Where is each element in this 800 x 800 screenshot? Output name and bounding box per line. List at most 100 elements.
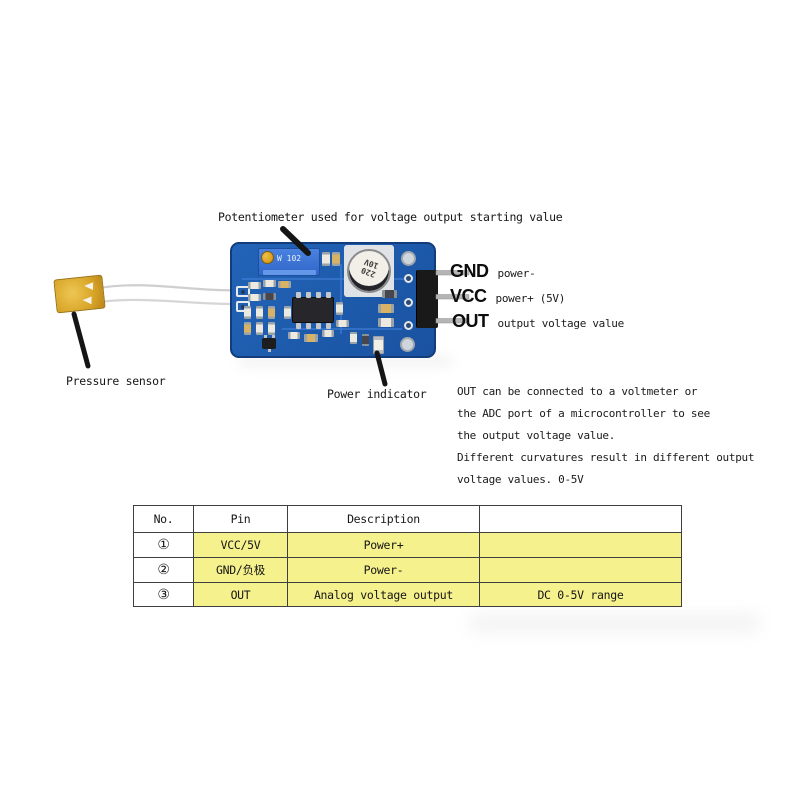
description-paragraph: OUT can be connected to a voltmeter or t… — [457, 381, 754, 491]
smd-component — [350, 332, 357, 344]
table-cell-no: ① — [133, 532, 194, 558]
chip-pin — [326, 323, 331, 329]
transistor-leg — [272, 335, 275, 338]
pcb-trace — [282, 328, 402, 330]
smd-component — [332, 252, 340, 266]
table-cell-no: ③ — [133, 582, 194, 607]
chip-pin — [326, 292, 331, 298]
sensor-solder-pad-icon — [84, 282, 93, 290]
table-header-description: Description — [287, 505, 480, 533]
pin-header-body — [416, 270, 438, 328]
sensor-wire-pad — [236, 286, 250, 297]
smd-component — [244, 306, 251, 319]
table-header-extra — [479, 505, 682, 533]
description-line: the ADC port of a microcontroller to see — [457, 407, 710, 420]
table-row: ③ OUT Analog voltage output DC 0-5V rang… — [133, 582, 682, 607]
pin-desc-vcc: power+ (5V) — [495, 292, 566, 305]
smd-component — [336, 302, 343, 315]
pin-label-vcc: VCC — [450, 286, 487, 306]
smd-component — [336, 320, 349, 327]
photo-shadow-under-table — [470, 613, 760, 633]
table-cell-extra — [479, 532, 682, 558]
electrolytic-capacitor: 220 10V — [347, 249, 391, 293]
table-cell-pin: OUT — [193, 582, 288, 607]
opamp-chip — [292, 297, 334, 323]
sensor-solder-pad-icon — [83, 296, 92, 304]
smd-component — [382, 290, 397, 298]
smd-component — [378, 318, 394, 327]
pcb-trace — [242, 278, 412, 280]
description-line: Different curvatures result in different… — [457, 451, 755, 464]
photo-shadow-under-board — [238, 356, 452, 366]
smd-component — [263, 293, 276, 300]
smd-component — [322, 252, 330, 266]
sensor-leader-line — [71, 311, 91, 369]
table-header-row: No. Pin Description — [133, 505, 682, 533]
table-header-no: No. — [133, 505, 194, 533]
potentiometer-screw-icon — [261, 251, 274, 264]
smd-component — [278, 281, 291, 288]
table-cell-pin: VCC/5V — [193, 532, 288, 558]
pin-callout-vcc: VCC power+ (5V) — [450, 286, 565, 307]
potentiometer-wiper — [263, 270, 316, 275]
header-pad — [404, 321, 413, 330]
pin-label-gnd: GND — [450, 261, 489, 281]
description-line: OUT can be connected to a voltmeter or — [457, 385, 698, 398]
description-line: voltage values. 0-5V — [457, 473, 584, 486]
smd-component — [304, 334, 318, 342]
chip-pin — [316, 323, 321, 329]
transistor — [262, 338, 276, 349]
table-cell-extra: DC 0-5V range — [479, 582, 682, 607]
header-pad — [404, 298, 413, 307]
smd-component — [256, 322, 263, 335]
potentiometer-annotation: Potentiometer used for voltage output st… — [218, 210, 563, 224]
chip-pin — [296, 292, 301, 298]
description-line: the output voltage value. — [457, 429, 616, 442]
table-cell-no: ② — [133, 557, 194, 583]
pcb-module: W 102 220 10V — [230, 242, 438, 358]
smd-component — [322, 330, 334, 337]
table-cell-description: Power+ — [287, 532, 480, 558]
power-indicator-annotation: Power indicator — [327, 387, 427, 401]
smd-component — [263, 280, 276, 287]
chip-pin — [316, 292, 321, 298]
pin-desc-out: output voltage value — [497, 317, 625, 330]
table-cell-extra — [479, 557, 682, 583]
potentiometer-marking: W 102 — [277, 254, 302, 263]
pin-desc-gnd: power- — [497, 267, 536, 280]
pcb-trace — [340, 264, 342, 334]
chip-pin — [306, 323, 311, 329]
pressure-sensor-annotation: Pressure sensor — [66, 374, 166, 388]
smd-component — [268, 322, 275, 335]
smd-component — [378, 304, 394, 313]
header-pad — [404, 274, 413, 283]
chip-pin — [296, 323, 301, 329]
pin-callout-out: OUT output voltage value — [452, 311, 624, 332]
pin-label-out: OUT — [452, 311, 489, 331]
transistor-leg — [264, 335, 267, 338]
smd-component — [248, 294, 261, 301]
smd-component — [268, 306, 275, 319]
potentiometer: W 102 — [258, 248, 320, 276]
smd-component — [248, 282, 261, 289]
mounting-hole — [400, 337, 415, 352]
table-cell-description: Analog voltage output — [287, 582, 480, 607]
smd-component — [288, 332, 300, 339]
smd-component — [244, 322, 251, 335]
chip-pin — [306, 292, 311, 298]
table-header-pin: Pin — [193, 505, 288, 533]
table-row: ① VCC/5V Power+ — [133, 532, 682, 558]
smd-component — [256, 306, 263, 319]
mounting-hole — [401, 251, 416, 266]
smd-component — [284, 306, 291, 319]
capacitor-marking: 220 10V — [359, 257, 380, 279]
table-cell-description: Power- — [287, 557, 480, 583]
smd-component — [362, 334, 369, 346]
table-cell-pin: GND/负极 — [193, 557, 288, 583]
power-indicator-led — [373, 336, 384, 354]
transistor-leg — [268, 349, 271, 352]
pin-callout-gnd: GND power- — [450, 261, 536, 282]
pressure-sensor — [53, 274, 106, 314]
pin-table: No. Pin Description ① VCC/5V Power+ ② GN… — [133, 505, 682, 607]
